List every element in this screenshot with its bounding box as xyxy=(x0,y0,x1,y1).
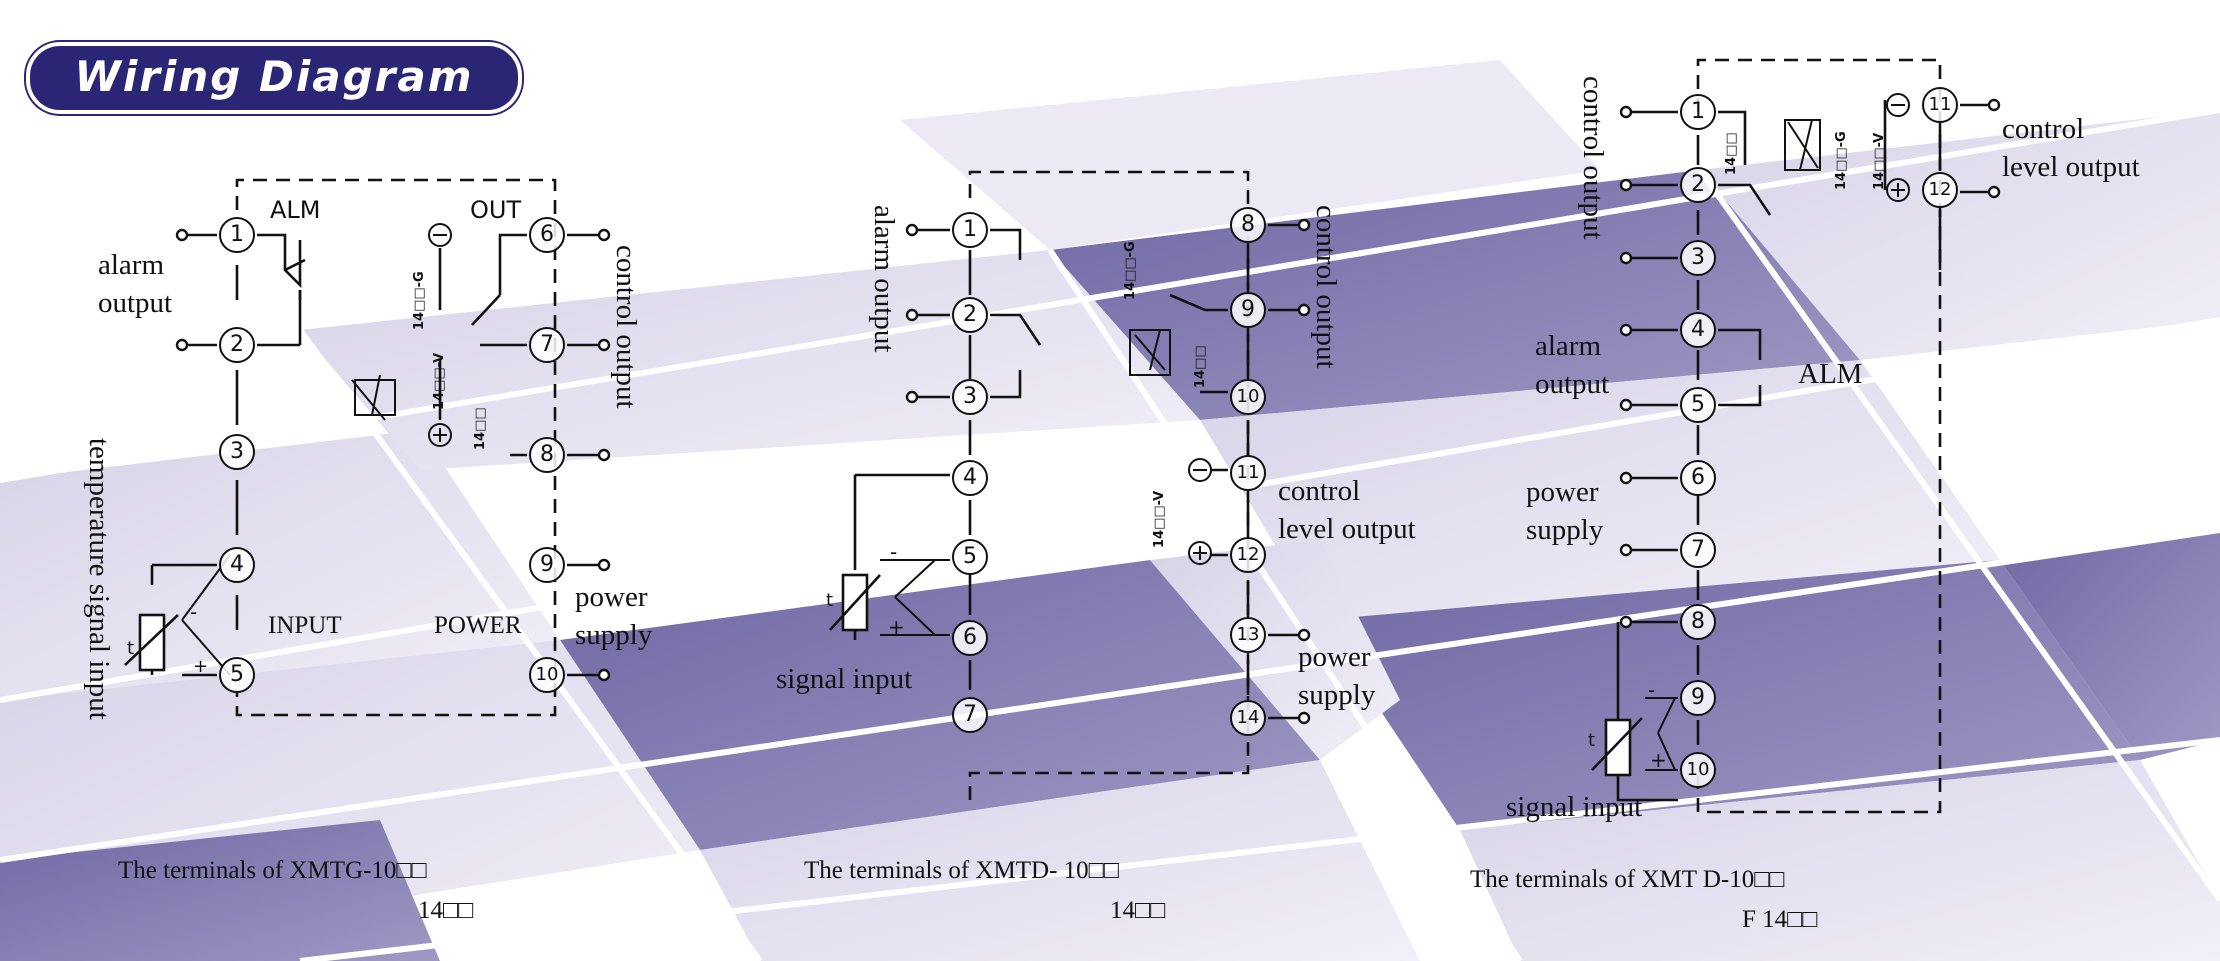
title-pill: Wiring Diagram xyxy=(26,42,522,114)
d3-plus: + xyxy=(1650,748,1667,772)
d2-t: t xyxy=(826,590,834,611)
d1-power-supply-label: power supply xyxy=(575,581,653,651)
d2-terminal-10: 10 xyxy=(1230,379,1266,415)
d2-terminal-2: 2 xyxy=(952,297,988,333)
d2-model-g: 14□□-G xyxy=(1123,241,1138,300)
d1-terminal-5: 5 xyxy=(219,657,255,693)
d3-alarm-output-label: alarm output xyxy=(1535,330,1610,400)
d3-caption-line2: F 14□□ xyxy=(1742,906,1818,933)
d1-alarm-output-label: alarm output xyxy=(98,249,173,319)
d1-control-output-label: control output xyxy=(610,245,642,409)
d3-terminal-5: 5 xyxy=(1680,387,1716,423)
d3-terminal-6: 6 xyxy=(1680,460,1716,496)
d1-alm-label: ALM xyxy=(270,196,321,224)
d1-caption-line2: 14□□ xyxy=(418,897,474,924)
d3-model-r: 14□□ xyxy=(1724,132,1739,175)
d1-terminal-10: 10 xyxy=(529,657,565,693)
d3-model-g: 14□□-G xyxy=(1834,131,1849,190)
d1-terminal-2: 2 xyxy=(219,327,255,363)
d3-terminal-7: 7 xyxy=(1680,532,1716,568)
d1-terminal-3: 3 xyxy=(219,434,255,470)
d1-plus: + xyxy=(193,656,209,677)
d1-lines xyxy=(124,178,600,717)
d2-model-r: 14□□ xyxy=(1193,345,1208,388)
d1-terminal-1: 1 xyxy=(219,217,255,253)
d2-terminal-8: 8 xyxy=(1230,207,1266,243)
d3-terminal-1: 1 xyxy=(1680,94,1716,130)
d2-terminal-11: 11 xyxy=(1230,455,1266,491)
d2-terminal-5: 5 xyxy=(952,539,988,575)
d2-terminal-6: 6 xyxy=(952,620,988,656)
d3-terminal-11: 11 xyxy=(1922,87,1958,123)
d2-power-supply-label: power supply xyxy=(1298,641,1376,711)
d1-terminal-4: 4 xyxy=(219,547,255,583)
d1-model-g: 14□□-G xyxy=(412,271,427,330)
d3-control-output-label: control output xyxy=(1577,76,1609,240)
d1-model-v: 14□□-V xyxy=(432,352,447,410)
d2-caption-line2: 14□□ xyxy=(1110,897,1166,924)
d3-terminal-3: 3 xyxy=(1680,240,1716,276)
page-title: Wiring Diagram xyxy=(74,52,474,101)
d2-signal-input-label: signal input xyxy=(776,663,913,695)
d2-caption-line1: The terminals of XMTD- 10□□ xyxy=(804,857,1119,884)
d1-terminal-8: 8 xyxy=(529,437,565,473)
d3-t: t xyxy=(1588,730,1596,751)
d2-terminal-1: 1 xyxy=(952,212,988,248)
d2-alarm-output-label: alarm output xyxy=(868,205,900,353)
d2-model-v: 14□□-V xyxy=(1152,490,1167,548)
d2-plus: + xyxy=(888,615,905,639)
d1-minus: - xyxy=(190,600,198,624)
d1-terminal-6: 6 xyxy=(529,217,565,253)
d3-model-v: 14□□-V xyxy=(1872,132,1887,190)
d3-terminal-2: 2 xyxy=(1680,167,1716,203)
d2-terminal-13: 13 xyxy=(1230,617,1266,653)
d3-signal-input-label: signal input xyxy=(1506,791,1643,823)
d2-terminal-4: 4 xyxy=(952,460,988,496)
d1-model-r: 14□□ xyxy=(473,407,488,450)
d3-lines xyxy=(1591,58,1990,814)
d1-out-label: OUT xyxy=(470,196,522,224)
d2-minus: - xyxy=(890,540,898,564)
d3-alm-label: ALM xyxy=(1798,358,1863,390)
d2-terminal-7: 7 xyxy=(952,697,988,733)
d1-terminal-7: 7 xyxy=(529,327,565,363)
d3-terminal-8: 8 xyxy=(1680,604,1716,640)
d3-terminal-9: 9 xyxy=(1680,680,1716,716)
d3-control-level-output-label: control level output xyxy=(2002,113,2140,183)
d1-terminal-9: 9 xyxy=(529,547,565,583)
d1-temperature-signal-input-label: temperature signal input xyxy=(83,438,115,720)
d2-terminal-12: 12 xyxy=(1230,537,1266,573)
d2-control-output-label: control output xyxy=(1310,205,1342,369)
d1-input-label: INPUT xyxy=(268,612,342,639)
d3-power-supply-label: power supply xyxy=(1526,476,1604,546)
d2-control-level-output-label: control level output xyxy=(1278,475,1416,545)
d2-terminal-14: 14 xyxy=(1230,700,1266,736)
d1-t: t xyxy=(127,638,135,659)
d3-caption-line1: The terminals of XMT D-10□□ xyxy=(1470,866,1785,893)
d3-terminal-10: 10 xyxy=(1680,752,1716,788)
d1-power-label: POWER xyxy=(434,612,522,639)
d1-caption-line1: The terminals of XMTG-10□□ xyxy=(118,857,427,884)
d2-terminal-9: 9 xyxy=(1230,292,1266,328)
d2-terminal-3: 3 xyxy=(952,379,988,415)
d3-minus: - xyxy=(1648,678,1656,702)
d3-terminal-12: 12 xyxy=(1922,172,1958,208)
d3-terminal-4: 4 xyxy=(1680,312,1716,348)
